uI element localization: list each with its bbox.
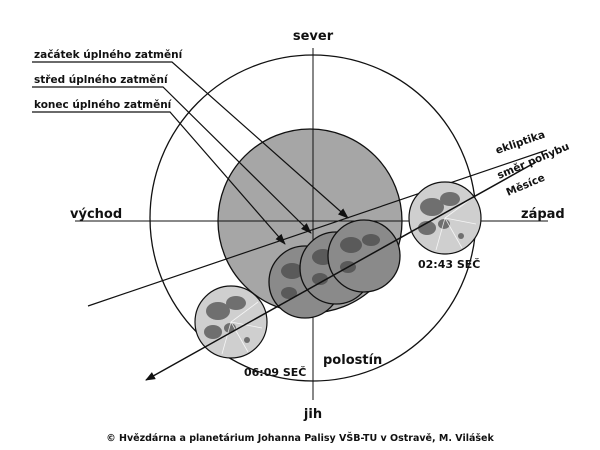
label-start: začátek úplného zatmění	[34, 49, 184, 61]
moon-total-start	[327, 219, 401, 293]
time-exit: 06:09 SEČ	[244, 366, 306, 379]
moon-entry	[408, 181, 482, 255]
moon-motion-arrow	[145, 161, 537, 381]
label-west: západ	[521, 207, 565, 222]
moon-exit	[194, 285, 268, 359]
label-east: východ	[70, 207, 122, 222]
label-north: sever	[293, 29, 334, 44]
leader-start	[32, 61, 349, 219]
label-penumbra: polostín	[323, 353, 382, 368]
label-south: jih	[303, 407, 322, 422]
leader-end	[32, 111, 286, 245]
time-entry: 02:43 SEČ	[418, 258, 480, 271]
leader-middle	[32, 86, 312, 234]
label-end: konec úplného zatmění	[34, 99, 173, 111]
label-middle: střed úplného zatmění	[34, 74, 169, 86]
credit-line: © Hvězdárna a planetárium Johanna Palisy…	[106, 432, 494, 444]
ecliptic-line	[87, 149, 548, 307]
